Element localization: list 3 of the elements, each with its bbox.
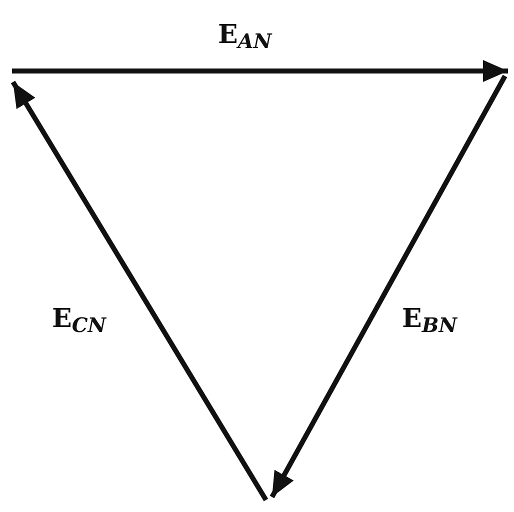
- phasor-label: E$_{CN}$: [52, 306, 106, 332]
- phasor-label: E$_{AN}$: [218, 22, 272, 48]
- phasor-label: E$_{BN}$: [402, 306, 458, 332]
